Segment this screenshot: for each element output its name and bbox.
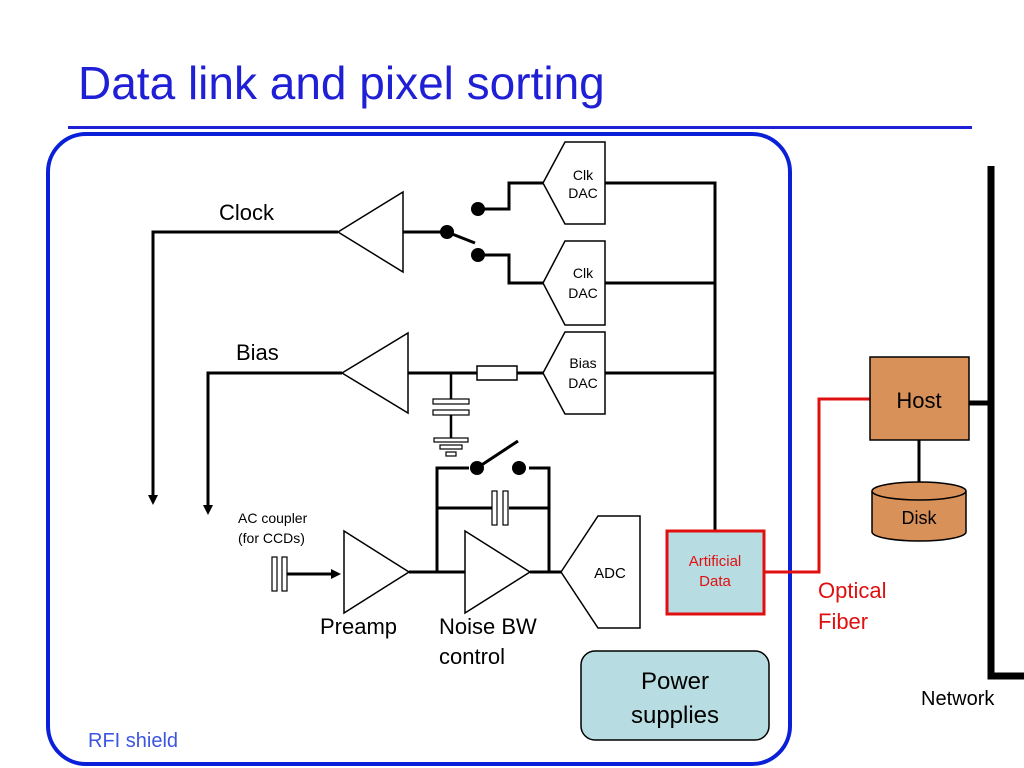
bias-resistor (476, 365, 518, 381)
ac-coupler-line1: AC coupler (238, 510, 308, 526)
clk-dac-1-line1: Clk (573, 167, 594, 183)
power-supplies-line2: supplies (631, 702, 719, 729)
title-rule (68, 126, 972, 129)
bias-dac-line2: DAC (568, 375, 598, 391)
bias-label: Bias (236, 340, 279, 365)
network-bus (987, 166, 1024, 680)
ground-symbol-bar-1 (433, 437, 469, 443)
clock-label: Clock (219, 200, 275, 225)
host-label: Host (896, 388, 941, 413)
bias-output-wire (203, 371, 342, 515)
bias-driver-amplifier (340, 331, 409, 415)
clock-driver-amplifier (336, 190, 404, 274)
artificial-data-line1: Artificial (689, 553, 742, 570)
optical-fiber-line2: Fiber (818, 609, 868, 634)
noise-bw-amplifier (464, 529, 532, 615)
filter-capacitor-plate-2 (432, 409, 470, 416)
optical-fiber-line1: Optical (818, 578, 886, 603)
artificial-data-line2: Data (699, 573, 731, 590)
preamp-amplifier (343, 529, 411, 615)
reset-switch-contact-2 (512, 461, 526, 475)
power-supplies-line1: Power (641, 668, 709, 695)
clk-dac-1-block (542, 141, 606, 225)
ac-coupler-capacitor-plate-1 (271, 556, 278, 592)
disk-label: Disk (902, 508, 938, 528)
reset-switch-blade (476, 439, 519, 470)
noise-bw-label-line2: control (439, 644, 505, 669)
adc-block (560, 515, 641, 629)
network-label: Network (921, 688, 995, 710)
rfi-shield-label: RFI shield (88, 730, 178, 752)
clock-output-wire (148, 230, 338, 505)
clock-switch-blade (446, 230, 476, 245)
bias-dac-block (542, 331, 606, 415)
disk-cylinder-top (871, 481, 967, 501)
optical-fiber-line (764, 397, 870, 574)
ground-symbol-bar-2 (439, 444, 463, 450)
adc-label: ADC (594, 565, 626, 582)
slide-title: Data link and pixel sorting (78, 57, 605, 109)
clk-dac-2-line1: Clk (573, 265, 594, 281)
clk-dac-2-block (542, 240, 606, 326)
clk-dac-1-line2: DAC (568, 185, 598, 201)
feedback-capacitor-plate-1 (491, 490, 498, 526)
artificial-data-block (665, 529, 766, 616)
feedback-capacitor-plate-2 (502, 490, 509, 526)
ac-coupler-capacitor-plate-2 (281, 556, 288, 592)
ac-coupler-line2: (for CCDs) (238, 530, 305, 546)
filter-capacitor-plate-1 (432, 398, 470, 405)
dac-bus-wire (605, 181, 717, 530)
rfi-shield-boundary (46, 132, 792, 766)
clk-dac-2-line2: DAC (568, 285, 598, 301)
bias-dac-line1: Bias (569, 355, 596, 371)
clk-dac-1-to-switch-wire (478, 181, 543, 211)
noise-bw-label-line1: Noise BW (439, 614, 537, 639)
clk-dac-2-to-switch-wire (478, 253, 543, 285)
power-supplies-block (580, 650, 770, 741)
ground-symbol-bar-3 (445, 451, 457, 457)
clock-switch-contact-1 (471, 202, 485, 216)
preamp-label: Preamp (320, 614, 397, 639)
disk-cylinder-body (871, 491, 967, 542)
clock-switch-contact-2 (471, 248, 485, 262)
